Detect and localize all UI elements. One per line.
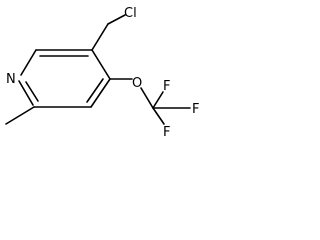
fluorine-top-atom-label: F [163,79,170,94]
bond-o-cf3 [140,87,154,109]
bond-n-c6 [20,49,37,76]
bond-c5-c4 [91,49,111,80]
fluorine-bottom-atom-label: F [163,125,170,138]
chemical-structure: N Cl O F F F [5,6,199,138]
bond-n-c2-inner [25,81,39,102]
chlorine-atom-label: Cl [124,6,137,21]
bond-n-c2 [18,80,34,106]
bond-c2-methyl [5,106,35,125]
nitrogen-atom-label: N [6,72,16,87]
bond-cf3-f-top [152,91,164,109]
bond-cf3-f-bottom [152,107,165,125]
oxygen-atom-label: O [132,76,142,91]
bond-ch2-cl [107,14,126,25]
bond-c5-ch2 [91,23,109,51]
bond-c4-c3 [90,78,111,108]
bond-c4-c3-inner [86,78,104,103]
fluorine-right-atom-label: F [192,102,199,117]
